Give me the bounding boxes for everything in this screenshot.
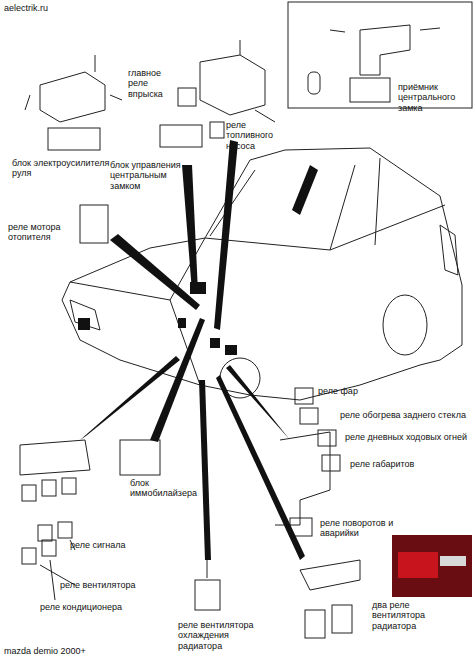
tail-light [440,225,458,275]
pointer-wedge [214,140,238,330]
part-label: реле сигнала [70,540,140,550]
part-label: реле габаритов [350,459,450,469]
watermark: aelectrik.ru [4,3,94,13]
pointer-wedge [182,165,198,292]
relay-bracket [300,560,360,590]
receiver-unit [350,78,390,102]
bolts [330,28,440,32]
car-body [62,148,462,400]
relay-bracket [200,55,265,115]
relay [22,485,36,501]
car-pillars [210,158,380,250]
receiver-bracket [360,25,410,75]
eps-module [48,128,100,150]
part-label: реле обогрева заднего стекла [340,410,470,420]
eps-unit [40,72,105,122]
part-label: реле фар [318,386,378,396]
pointer-wedge [226,365,294,445]
relay [318,430,336,446]
part-label-box: приёмник центрального замка [398,82,470,113]
heater-relay [80,205,108,243]
fuel-pump-relay [210,122,224,138]
relay [22,548,36,564]
inset-frame [288,2,472,108]
relay [58,522,72,538]
part-label: реле кондиционера [40,602,140,612]
model-caption: mazda demio 2000+ [4,646,124,656]
relay [62,478,76,494]
key-fob [308,72,320,94]
component-mark [190,282,206,294]
component-mark [178,318,186,328]
relay [38,525,52,541]
component-mark [210,338,220,348]
relay [322,455,340,471]
relay [295,388,313,404]
headlight [70,300,100,330]
part-label: реле вентилятора охлаждения радиатора [178,620,263,651]
part-label: приёмник центрального замка [398,82,470,113]
rear-wheel [383,295,427,355]
pointer-wedge [199,380,211,560]
lock-control-unit [160,125,202,147]
bolts [25,55,122,110]
leader-line [40,540,75,600]
badge-photo [392,535,472,597]
relay [300,408,318,424]
relay-bracket [20,440,90,475]
pointer-wedge [80,356,180,440]
pointer-wedge [150,318,205,442]
part-label: реле вентилятора [60,580,150,590]
part-label: два реле вентилятора радиатора [372,600,432,631]
part-label: реле дневных ходовых огней [345,432,473,442]
relay [305,610,325,638]
part-label: реле мотора отопителя [8,222,78,243]
relay [42,480,56,496]
part-label: блок электроусилителя руля [12,158,122,179]
component-mark [78,318,90,330]
part-label: главное реле впрыска [128,68,183,99]
part-label: реле поворотов и аварийки [320,518,405,539]
badge-light [398,552,438,578]
relay [195,580,220,610]
pointer-wedge [292,165,318,215]
pointer-wedge [110,234,200,310]
part-label: блок иммобилайзера [130,478,205,499]
component-mark [225,345,237,355]
bolts [240,40,275,122]
relay [178,88,196,106]
relay [42,540,56,556]
car-beltline [205,205,445,250]
part-label: блок управления центральным замком [110,160,190,191]
badge-plate [440,556,466,566]
pointer-wedge [216,375,305,560]
immobilizer-unit [120,440,160,475]
relay [332,605,352,633]
part-label: реле топливного насоса [226,120,281,151]
